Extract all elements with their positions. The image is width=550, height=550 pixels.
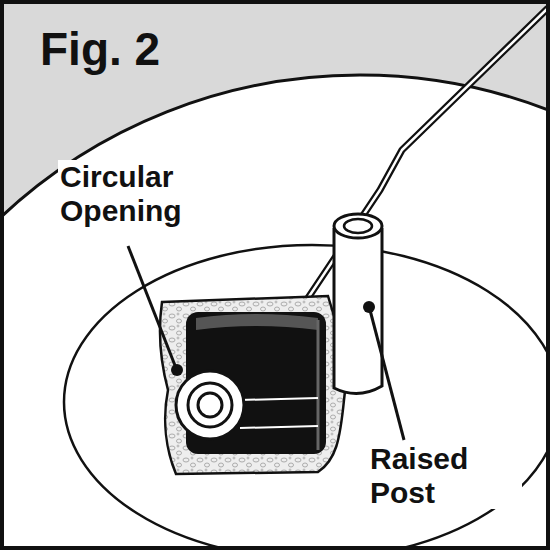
opening-ring xyxy=(176,371,244,439)
post-top xyxy=(334,214,382,238)
surface-outline xyxy=(0,75,550,550)
foam-pad xyxy=(160,296,346,474)
leader-dot xyxy=(363,301,375,313)
box-highlight xyxy=(196,314,318,330)
leader-line xyxy=(370,310,404,440)
box-edge xyxy=(317,320,320,450)
opening-hole xyxy=(198,393,222,417)
part-label: Raised Post xyxy=(368,442,522,509)
raised-post xyxy=(334,228,382,394)
box-lines xyxy=(240,398,318,428)
part-label: Circular Opening xyxy=(58,160,232,227)
figure-title: Fig. 2 xyxy=(40,26,160,72)
post-bore xyxy=(344,219,372,233)
inner-ring xyxy=(64,245,550,550)
opening-inner xyxy=(188,383,232,427)
leader-line xyxy=(128,246,176,368)
leader-dot xyxy=(171,364,183,376)
